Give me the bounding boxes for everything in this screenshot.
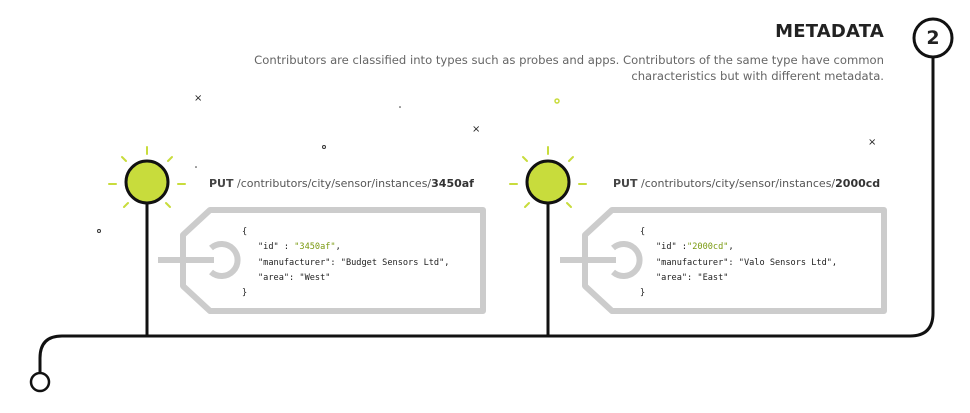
json-id-key: "id" : bbox=[258, 242, 295, 253]
endpoint-path: /contributors/city/sensor/instances/ bbox=[237, 177, 432, 190]
json-area-line: "area": "East" bbox=[656, 272, 729, 283]
instance-id: 3450af bbox=[431, 177, 474, 190]
decor-circle bbox=[97, 229, 101, 233]
bulb-2 bbox=[509, 146, 587, 208]
request-endpoint-1: PUT /contributors/city/sensor/instances/… bbox=[209, 177, 474, 190]
json-id-value: "2000cd" bbox=[687, 242, 729, 253]
json-close-brace: } bbox=[242, 288, 248, 299]
bulb-2-rays bbox=[509, 146, 587, 208]
decor-dot bbox=[195, 166, 197, 168]
json-body-2: { "id" :"2000cd", "manufacturer": "Valo Se… bbox=[640, 225, 837, 301]
step-circle bbox=[912, 17, 954, 59]
request-endpoint-2: PUT /contributors/city/sensor/instances/… bbox=[613, 177, 880, 190]
section-title: METADATA bbox=[775, 21, 884, 42]
json-id-comma: , bbox=[728, 242, 734, 253]
section-description: Contributors are classified into types s… bbox=[254, 53, 884, 83]
step-number: 2 bbox=[926, 27, 940, 49]
decor-circle bbox=[554, 98, 560, 104]
endpoint-path: /contributors/city/sensor/instances/ bbox=[641, 177, 836, 190]
timeline-line bbox=[38, 56, 935, 374]
json-body-1: { "id" : "3450af", "manufacturer": "Budget… bbox=[242, 225, 449, 301]
json-id-value: "3450af" bbox=[294, 242, 336, 253]
json-manufacturer-line: "manufacturer": "Budget Sensors Ltd", bbox=[258, 257, 450, 268]
decor-cross-mark: × bbox=[472, 124, 481, 135]
tag-shape-1 bbox=[158, 207, 486, 314]
decor-cross-mark: × bbox=[194, 93, 203, 104]
decor-dot bbox=[399, 106, 401, 108]
decor-circle bbox=[322, 145, 326, 149]
decor-cross-mark: × bbox=[868, 137, 877, 148]
json-id-comma: , bbox=[335, 242, 341, 253]
json-manufacturer-line: "manufacturer": "Valo Sensors Ltd", bbox=[656, 257, 838, 268]
bulb-1 bbox=[108, 146, 186, 208]
json-id-line: "id" :"2000cd", bbox=[640, 240, 837, 255]
json-area-line: "area": "West" bbox=[258, 272, 331, 283]
http-method: PUT bbox=[613, 177, 638, 190]
bulb-1-rays bbox=[108, 146, 186, 208]
json-open-brace: { bbox=[242, 227, 248, 237]
http-method: PUT bbox=[209, 177, 234, 190]
json-id-key: "id" : bbox=[656, 242, 688, 253]
json-close-brace: } bbox=[640, 288, 646, 299]
timeline-end-node bbox=[29, 371, 51, 393]
json-open-brace: { bbox=[640, 227, 646, 237]
instance-id: 2000cd bbox=[835, 177, 881, 190]
tag-shape-2 bbox=[560, 207, 887, 314]
json-id-line: "id" : "3450af", bbox=[242, 240, 449, 255]
